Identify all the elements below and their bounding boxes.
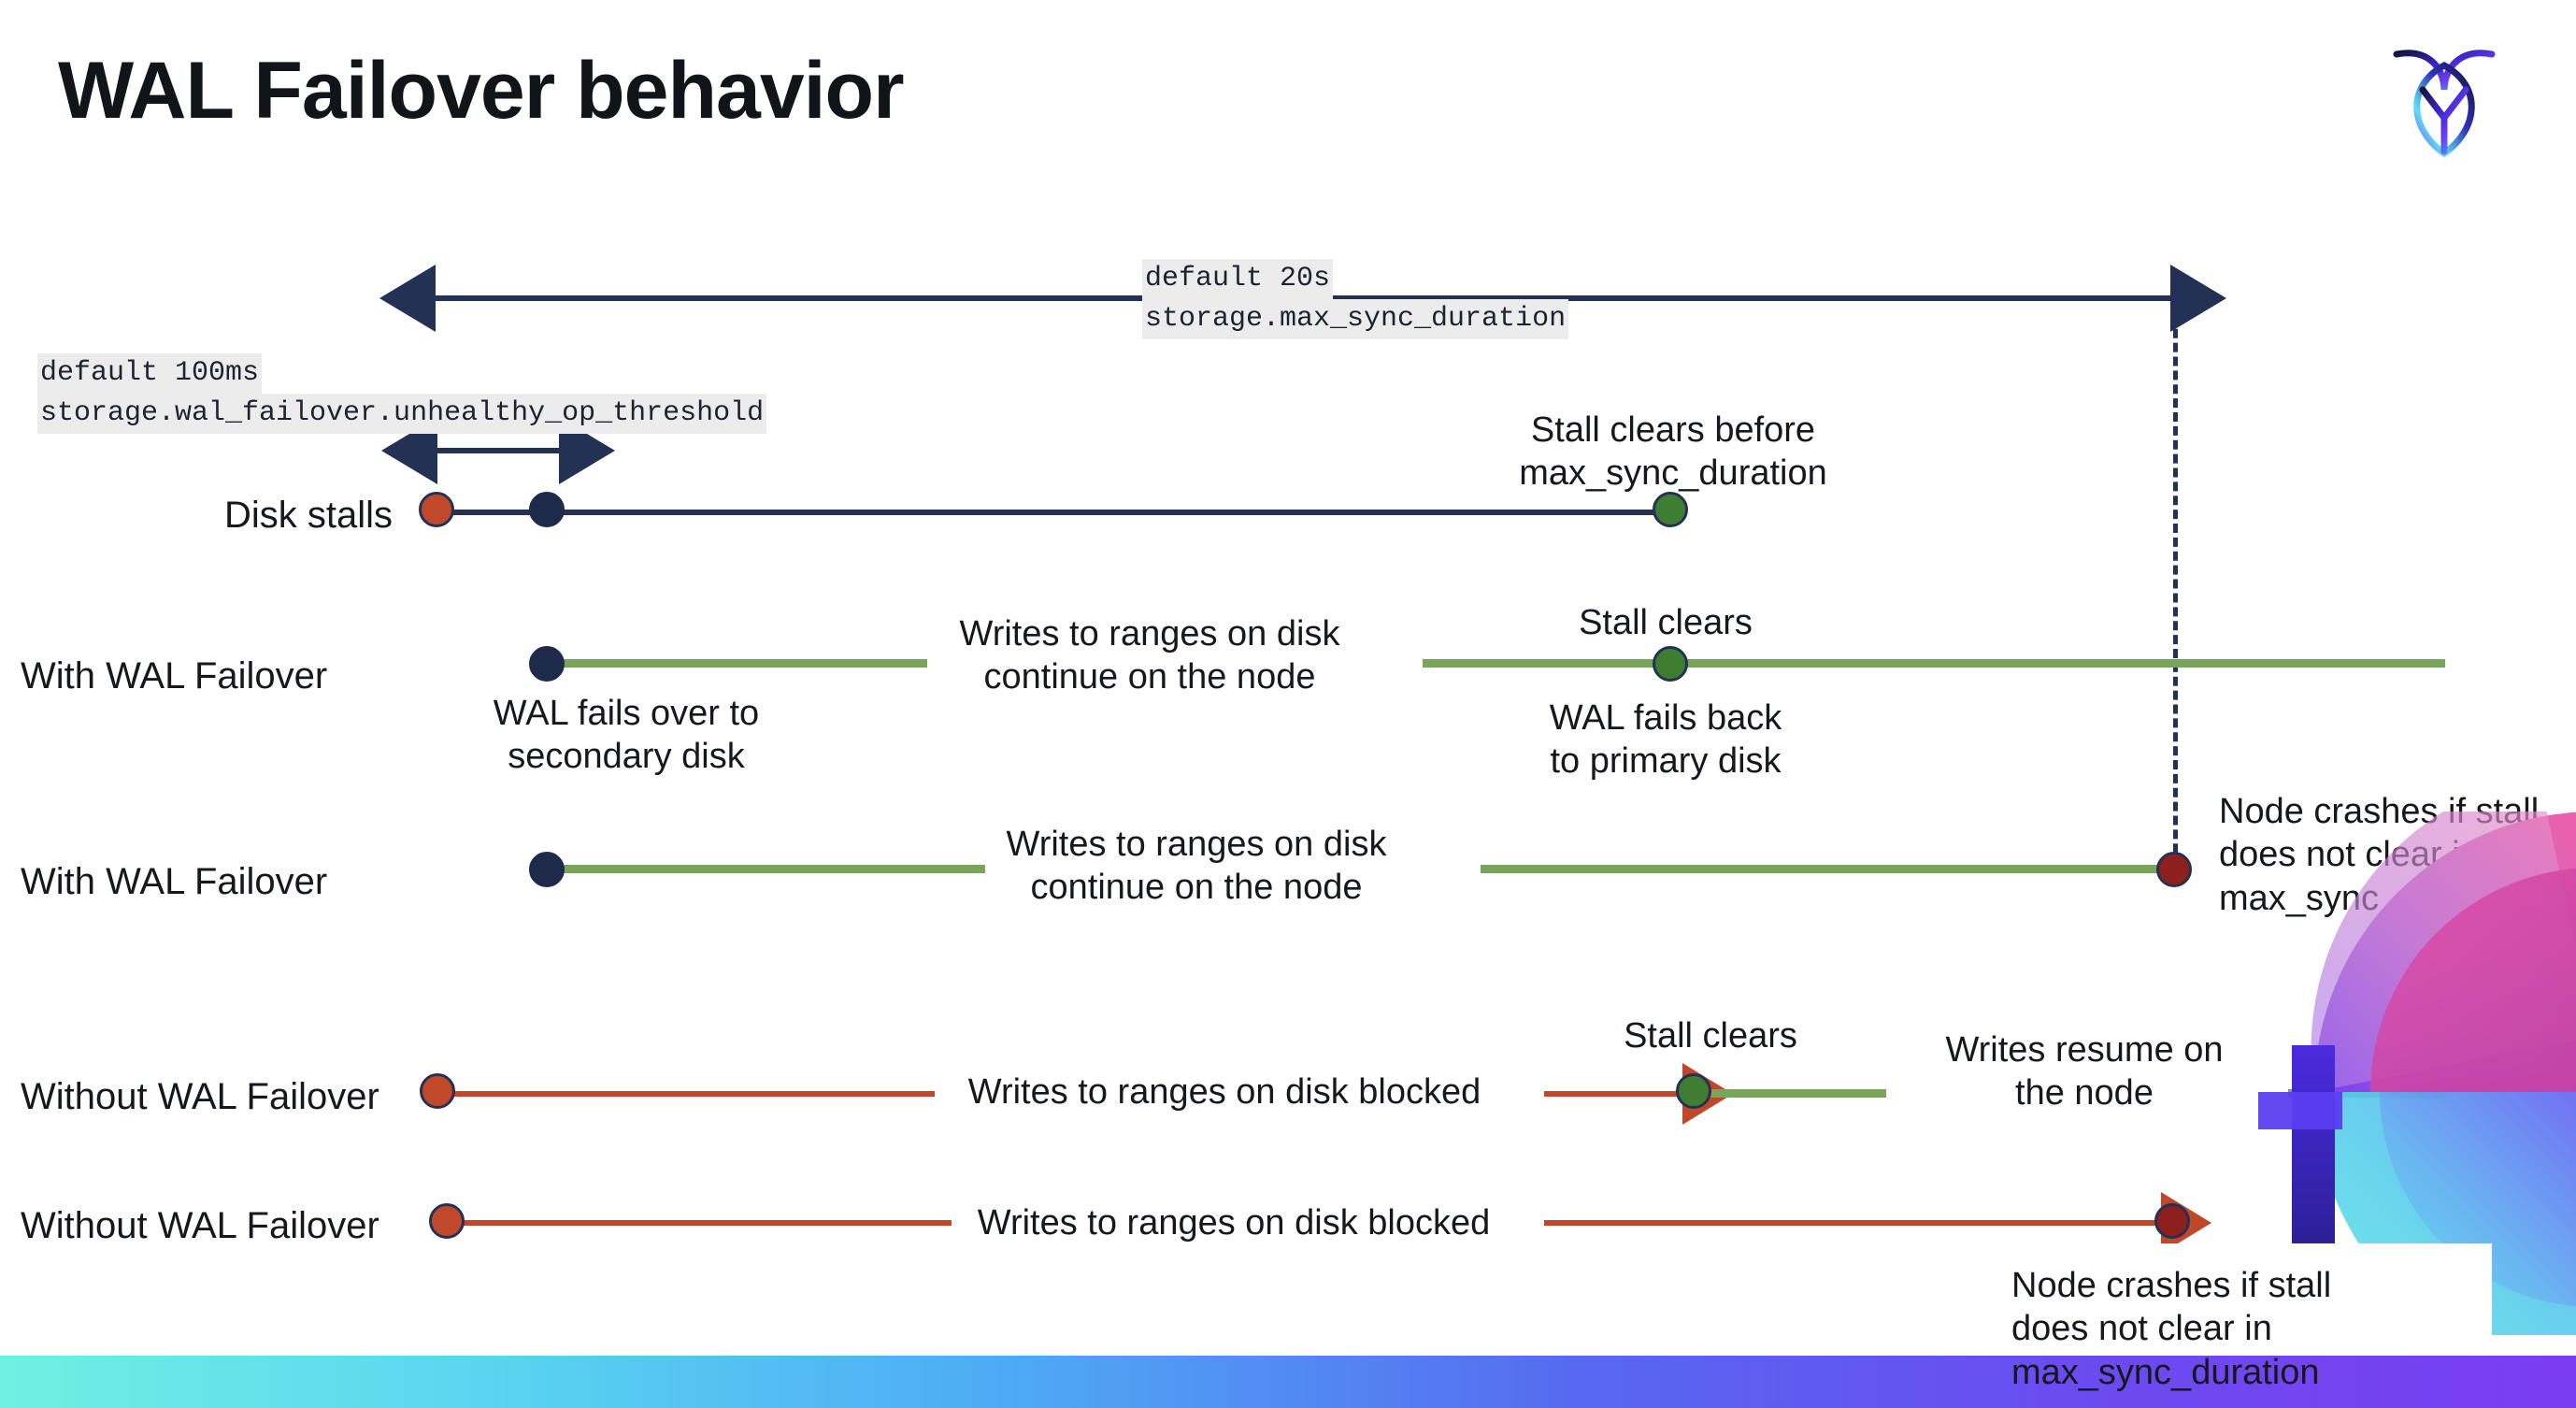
- unhealthy-op-default-label: default 100ms: [37, 353, 263, 394]
- wal-failover-start-dot: [529, 646, 565, 682]
- wal-fail-back-dot: [1653, 646, 1688, 682]
- row-label-without-wal-failover-2: Without WAL Failover: [21, 1205, 379, 1246]
- note-stall-clears-before: Stall clears before max_sync_duration: [1519, 410, 1827, 494]
- failover-trigger-dot: [529, 492, 565, 527]
- stall-start-dot-2: [420, 1073, 455, 1109]
- footer-gradient-bar: [0, 1356, 2576, 1408]
- unhealthy-op-setting-label: storage.wal_failover.unhealthy_op_thresh…: [37, 394, 767, 434]
- note-writes-blocked-1: Writes to ranges on disk blocked: [967, 1072, 1481, 1112]
- note-writes-continue-1: Writes to ranges on disk continue on the…: [959, 614, 1340, 697]
- wal-failover-start-dot-2: [529, 852, 565, 887]
- stall-clear-dot: [1653, 492, 1688, 527]
- note-node-crashes-2: Node crashes if stall does not clear in …: [2011, 1266, 2332, 1392]
- without-failover-blocked-line-2: [456, 1220, 952, 1226]
- note-stall-clears-2: Stall clears: [1624, 1016, 1797, 1056]
- with-failover-timeline-seg2: [1423, 659, 2445, 668]
- note-wal-fails-over: WAL fails over to secondary disk: [493, 694, 760, 777]
- without-failover-blocked-line-1: [449, 1091, 935, 1097]
- cockroachdb-logo-icon: [2389, 28, 2499, 159]
- node-crash-dot-1: [2156, 852, 2192, 887]
- note-stall-clears-1: Stall clears: [1579, 603, 1753, 642]
- max-sync-default-label: default 20s: [1142, 259, 1334, 299]
- max-sync-setting-label: storage.max_sync_duration: [1142, 299, 1569, 339]
- with-failover-crash-timeline-seg1: [542, 865, 985, 873]
- row-label-without-wal-failover-1: Without WAL Failover: [21, 1076, 379, 1117]
- note-writes-continue-2: Writes to ranges on disk continue on the…: [1006, 825, 1387, 908]
- row-label-with-wal-failover-1: With WAL Failover: [21, 655, 328, 697]
- decorative-flower-graphic: [1978, 812, 2576, 1335]
- stall-start-dot: [419, 492, 454, 527]
- with-failover-crash-timeline-seg2: [1481, 865, 2180, 873]
- without-failover-resume-line-1a: [1694, 1089, 1886, 1098]
- row-label-with-wal-failover-2: With WAL Failover: [21, 861, 328, 902]
- stall-clear-dot-2: [1676, 1073, 1711, 1109]
- with-failover-timeline-seg1: [542, 659, 927, 668]
- note-writes-resume: Writes resume on the node: [1945, 1030, 2224, 1113]
- max-sync-duration-dropline: [2173, 301, 2178, 881]
- note-writes-blocked-2: Writes to ranges on disk blocked: [977, 1203, 1491, 1243]
- page-title: WAL Failover behavior: [58, 46, 905, 136]
- disk-stalls-timeline: [439, 510, 1673, 515]
- stall-start-dot-3: [429, 1203, 465, 1239]
- row-label-disk-stalls: Disk stalls: [223, 495, 393, 536]
- note-wal-fails-back: WAL fails back to primary disk: [1549, 698, 1782, 782]
- node-crash-dot-2: [2154, 1203, 2190, 1239]
